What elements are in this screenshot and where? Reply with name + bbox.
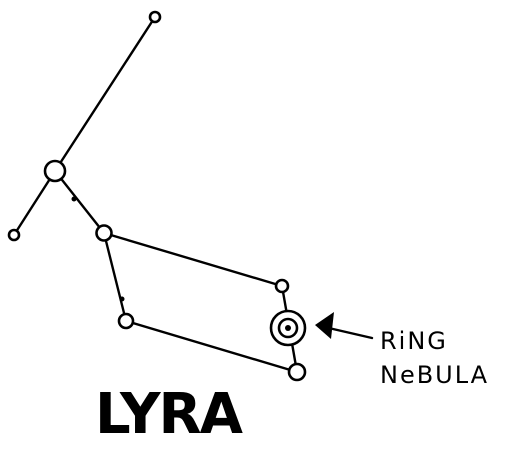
line-upper-left-to-upper-right <box>104 233 282 286</box>
line-upper-left-to-lower-left <box>104 233 126 321</box>
ring-nebula-icon <box>271 311 305 345</box>
line-vega-to-upper-left <box>55 171 104 233</box>
star-lower-left <box>119 314 133 328</box>
star-upper-right <box>276 280 288 292</box>
tick-mark <box>120 297 125 302</box>
line-vega-to-left <box>14 171 55 235</box>
arrow-icon <box>315 312 372 339</box>
constellation-title: LYRA <box>95 382 244 447</box>
star-lower-right <box>289 364 305 380</box>
tick-mark <box>72 197 77 202</box>
star-left <box>9 230 19 240</box>
star-top <box>150 12 160 22</box>
annotation-ring: RiNG <box>380 327 448 355</box>
constellation-stars <box>9 12 305 380</box>
line-top-to-vega <box>55 17 155 171</box>
star-upper-left <box>97 226 112 241</box>
annotation-nebula: NeBULA <box>380 361 489 389</box>
constellation-lines <box>14 17 297 372</box>
star-vega <box>45 161 65 181</box>
